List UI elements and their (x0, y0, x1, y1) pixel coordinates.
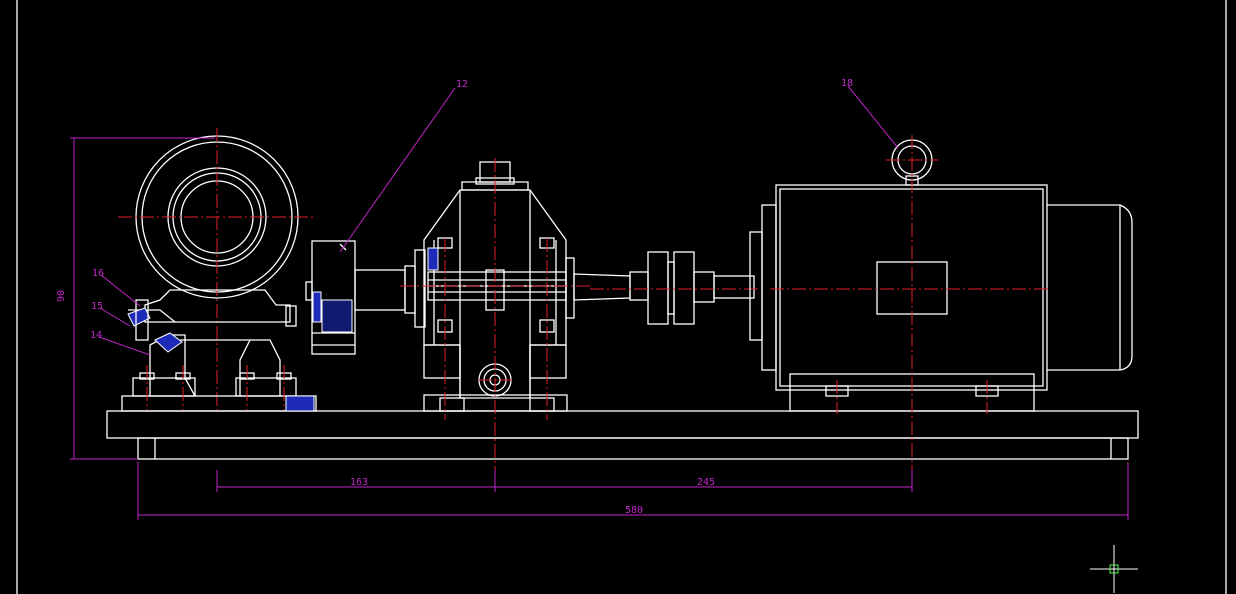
overall-length-dimension (137, 462, 1129, 520)
left-wheel-assembly (118, 128, 317, 412)
right-span-label: 245 (697, 477, 715, 488)
input-shaft (354, 249, 426, 328)
balloon-14: 14 (90, 330, 102, 341)
base-plate (106, 410, 1139, 460)
balloon-15: 15 (91, 301, 103, 312)
motor (749, 135, 1133, 490)
balloon-16: 16 (92, 268, 104, 279)
balloon-motor: 18 (841, 78, 853, 89)
overall-length-label: 580 (625, 505, 643, 516)
crosshair-cursor-icon (1090, 545, 1138, 593)
leader-lines (98, 85, 899, 356)
height-dimension (70, 137, 215, 460)
output-coupling (573, 251, 760, 325)
left-span-label: 163 (350, 477, 368, 488)
gearbox (400, 158, 590, 490)
balloon-shaft: 12 (456, 79, 468, 90)
left-coupling-housing (305, 240, 356, 355)
span-dimensions (216, 470, 913, 492)
height-dimension-label: 90 (56, 290, 67, 302)
